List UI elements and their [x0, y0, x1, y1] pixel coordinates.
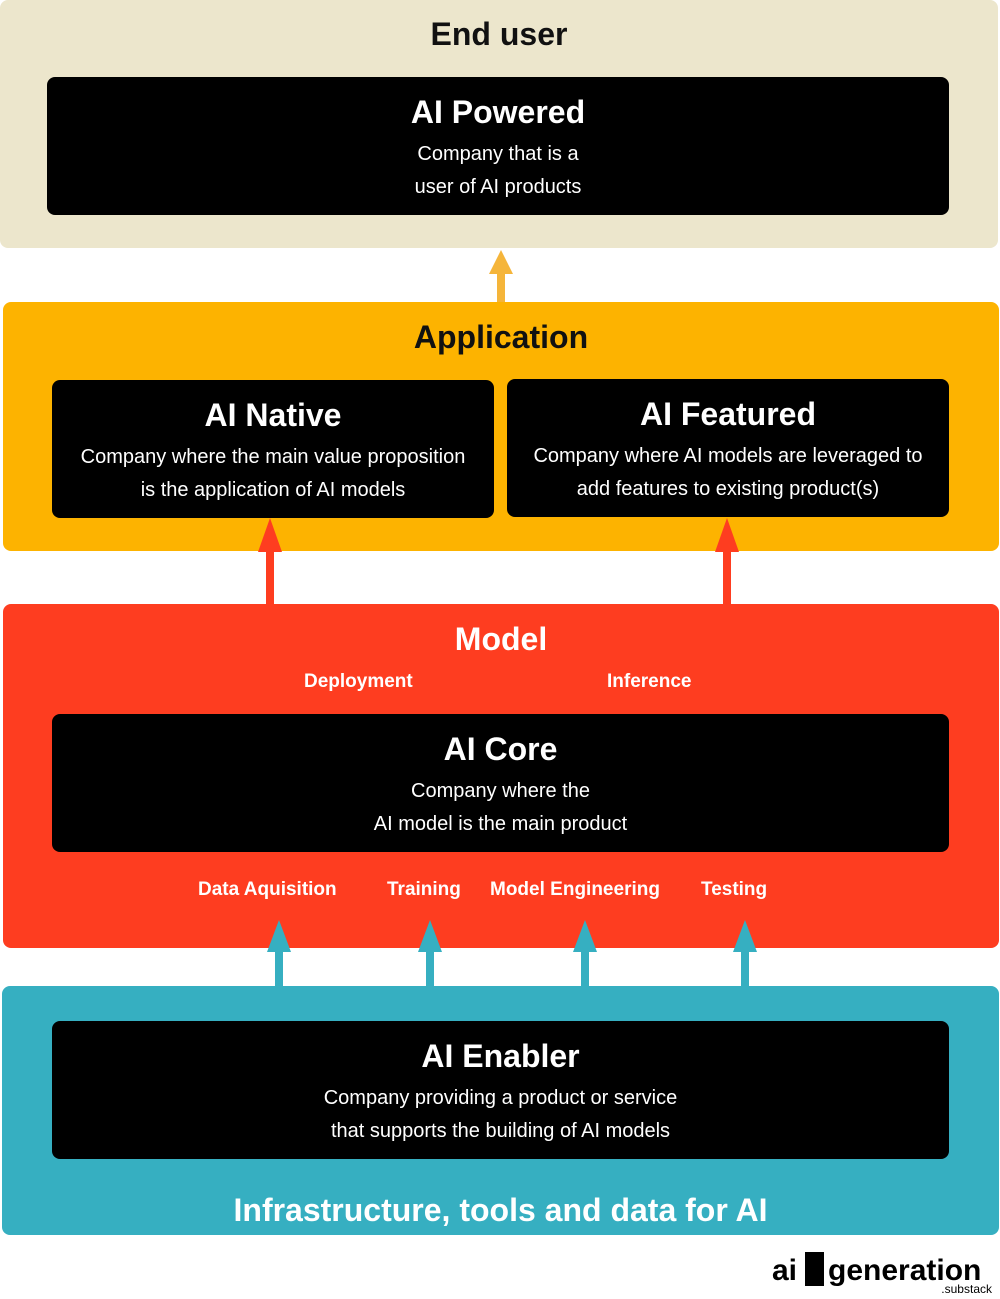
- ai-featured-title: AI Featured: [639, 396, 817, 432]
- ai-native-title: AI Native: [204, 397, 342, 433]
- ai-native-desc-line: Company where the main value proposition: [80, 446, 466, 468]
- ai-powered-desc-line: Company that is a: [417, 143, 579, 165]
- stage-label-inference: Inference: [607, 671, 692, 692]
- arrow-up-icon: [418, 920, 442, 988]
- ai-core-card: AI Core Company where the AI model is th…: [52, 714, 949, 852]
- enabler-footer-title: Infrastructure, tools and data for AI: [233, 1192, 768, 1228]
- ai-powered-title: AI Powered: [410, 94, 586, 130]
- ai-core-desc-line: Company where the: [411, 780, 590, 802]
- arrow-up-icon: [267, 920, 291, 988]
- brand-logo: ai generation .substack: [770, 1248, 996, 1296]
- ai-enabler-title: AI Enabler: [421, 1038, 580, 1074]
- ai-enabler-description: Company providing a product or service t…: [52, 1082, 949, 1148]
- brand-right-text: generation: [828, 1254, 981, 1287]
- stage-label-deployment: Deployment: [304, 671, 413, 692]
- ai-featured-desc-line: add features to existing product(s): [576, 478, 880, 500]
- ai-core-title: AI Core: [443, 731, 558, 767]
- ai-native-card: AI Native Company where the main value p…: [52, 380, 494, 518]
- arrow-up-icon: [715, 518, 739, 606]
- ai-native-description: Company where the main value proposition…: [52, 441, 494, 507]
- application-layer: Application AI Native Company where the …: [3, 302, 999, 551]
- brand-logo-mark: ai generation .substack: [772, 1252, 993, 1296]
- ai-featured-desc-line: Company where AI models are leveraged to: [533, 445, 923, 467]
- brand-block: [805, 1252, 824, 1286]
- end-user-layer: End user AI Powered Company that is a us…: [0, 0, 998, 248]
- stage-label-testing: Testing: [701, 879, 768, 900]
- ai-powered-description: Company that is a user of AI products: [47, 138, 949, 204]
- stage-label-model-engineering: Model Engineering: [490, 879, 660, 900]
- enabler-layer: AI Enabler Company providing a product o…: [2, 986, 999, 1235]
- ai-native-desc-line: is the application of AI models: [140, 479, 406, 501]
- end-user-title: End user: [430, 16, 568, 52]
- ai-powered-desc-line: user of AI products: [414, 176, 582, 198]
- model-layer: Model Deployment Inference AI Core Compa…: [3, 604, 999, 948]
- ai-enabler-desc-line: Company providing a product or service: [323, 1087, 678, 1109]
- ai-enabler-card: AI Enabler Company providing a product o…: [52, 1021, 949, 1159]
- ai-core-desc-line: AI model is the main product: [373, 813, 628, 835]
- ai-core-description: Company where the AI model is the main p…: [52, 775, 949, 841]
- stage-label-data-aquisition: Data Aquisition: [198, 879, 337, 900]
- ai-featured-description: Company where AI models are leveraged to…: [507, 440, 949, 506]
- brand-left-text: ai: [772, 1254, 797, 1287]
- stage-label-training: Training: [387, 879, 461, 900]
- ai-featured-card: AI Featured Company where AI models are …: [507, 379, 949, 517]
- application-title: Application: [413, 319, 589, 355]
- arrow-up-icon: [258, 518, 282, 606]
- arrow-up-icon: [489, 250, 513, 304]
- ai-enabler-desc-line: that supports the building of AI models: [330, 1120, 671, 1142]
- model-title: Model: [454, 621, 548, 657]
- arrow-up-icon: [573, 920, 597, 988]
- arrow-up-icon: [733, 920, 757, 988]
- ai-powered-card: AI Powered Company that is a user of AI …: [47, 77, 949, 215]
- brand-sub-text: .substack: [941, 1282, 993, 1294]
